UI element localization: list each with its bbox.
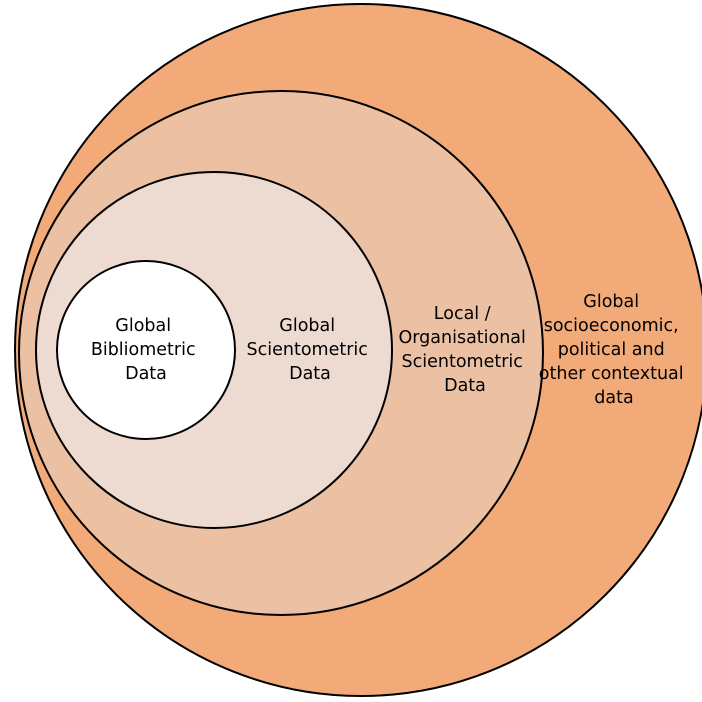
local-label-line: Data bbox=[444, 376, 486, 396]
bibliometric-label-line: Data bbox=[125, 364, 167, 384]
scientometric-label-line: Data bbox=[289, 364, 331, 384]
bibliometric-label-line: Bibliometric bbox=[91, 340, 196, 360]
local-label-line: Organisational bbox=[399, 328, 526, 348]
global-bibliometric-label: Global Bibliometric Data bbox=[91, 316, 201, 384]
contextual-label-line: other contextual bbox=[539, 364, 684, 384]
contextual-label-line: socioeconomic, bbox=[544, 316, 679, 336]
scientometric-label-line: Global bbox=[279, 316, 335, 336]
contextual-label-line: political and bbox=[558, 340, 665, 360]
scientometric-label-line: Scientometric bbox=[247, 340, 368, 360]
local-label-line: Local / bbox=[434, 304, 491, 324]
local-scientometric-label: Local / Organisational Scientometric Dat… bbox=[399, 304, 532, 396]
global-bibliometric-circle bbox=[56, 260, 236, 440]
contextual-data-label: Global socioeconomic, political and othe… bbox=[539, 292, 689, 408]
bibliometric-label-line: Global bbox=[115, 316, 171, 336]
contextual-label-line: data bbox=[594, 388, 633, 408]
global-scientometric-label: Global Scientometric Data bbox=[247, 316, 374, 384]
local-label-line: Scientometric bbox=[402, 352, 523, 372]
contextual-label-line: Global bbox=[583, 292, 639, 312]
